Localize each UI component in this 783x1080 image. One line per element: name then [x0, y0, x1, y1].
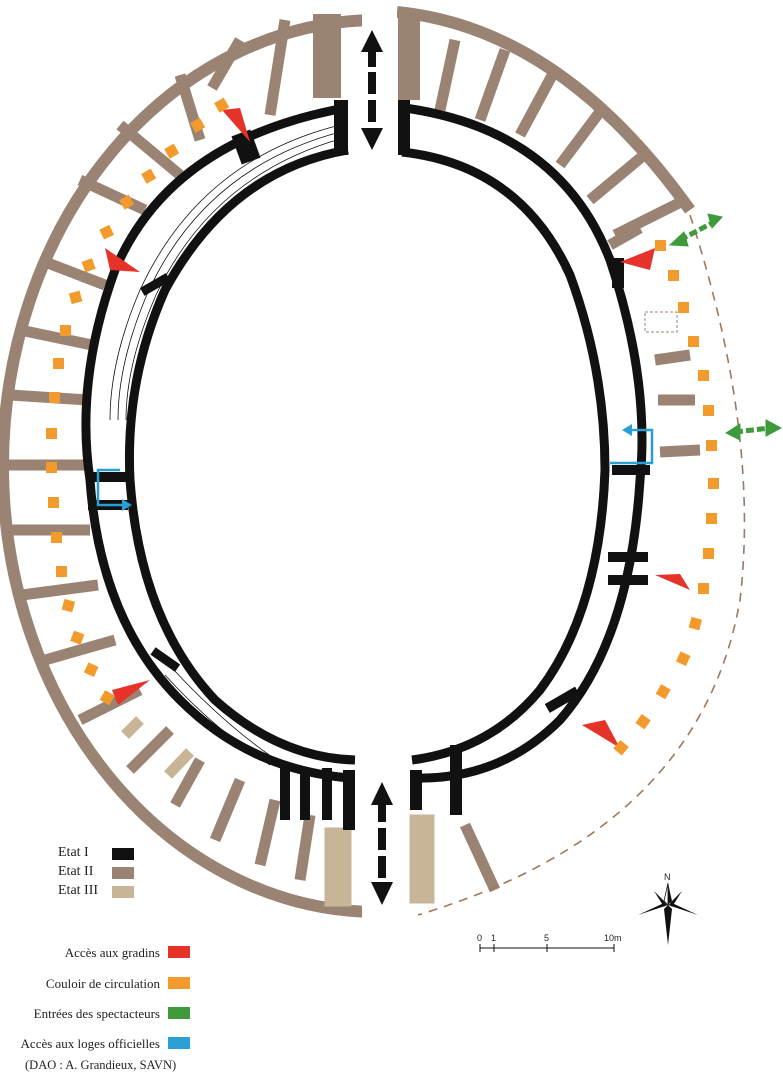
- swatch-entrees: [168, 1007, 190, 1019]
- scale-tick-0: 0: [477, 933, 483, 943]
- phase-label-etat3: Etat III: [58, 883, 99, 898]
- etat1-ring: [81, 103, 647, 783]
- etat1-details: [88, 100, 650, 830]
- hypothetical-room: [644, 311, 678, 333]
- credit: (DAO : A. Grandieux, SAVN): [25, 1058, 177, 1072]
- swatch-etat3: [112, 886, 134, 898]
- dashed-outline-right: [417, 214, 746, 916]
- acces-gradins-arrows: [105, 108, 690, 748]
- scale-tick-10m: 10m: [604, 933, 622, 943]
- etat2-block-top-right: [398, 12, 420, 100]
- phase-label-etat2: Etat II: [58, 864, 94, 879]
- scale-tick-1: 1: [491, 933, 497, 943]
- north-label: N: [664, 872, 671, 882]
- etat2-radial-walls-right: [434, 38, 701, 893]
- etat3-walls: [121, 716, 435, 907]
- legend-label-loges: Accès aux loges officielles: [20, 1036, 160, 1051]
- swatch-loges: [168, 1037, 190, 1049]
- legend-label-gradins: Accès aux gradins: [64, 945, 160, 960]
- entrees-spectateurs-arrows: [668, 213, 783, 441]
- seating-lines: [109, 124, 341, 766]
- legend-label-entrees: Entrées des spectacteurs: [33, 1006, 160, 1021]
- phase-label-etat1: Etat I: [58, 845, 89, 860]
- scale-bar: [479, 944, 615, 952]
- swatch-etat2: [112, 867, 134, 879]
- scale-tick-5: 5: [544, 933, 550, 943]
- north-arrow-icon: [638, 882, 698, 945]
- legend-label-couloir: Couloir de circulation: [45, 976, 160, 991]
- etat2-outer-wall-left: [0, 14, 362, 918]
- couloir-circulation: [46, 97, 719, 756]
- double-arrow-icon: [361, 30, 393, 905]
- acces-loges-arrows: [96, 424, 654, 511]
- swatch-couloir: [168, 977, 190, 989]
- etat2-radial-walls-left: [8, 19, 316, 881]
- swatch-etat1: [112, 848, 134, 860]
- etat2-block-top-left: [313, 14, 341, 98]
- swatch-gradins: [168, 946, 190, 958]
